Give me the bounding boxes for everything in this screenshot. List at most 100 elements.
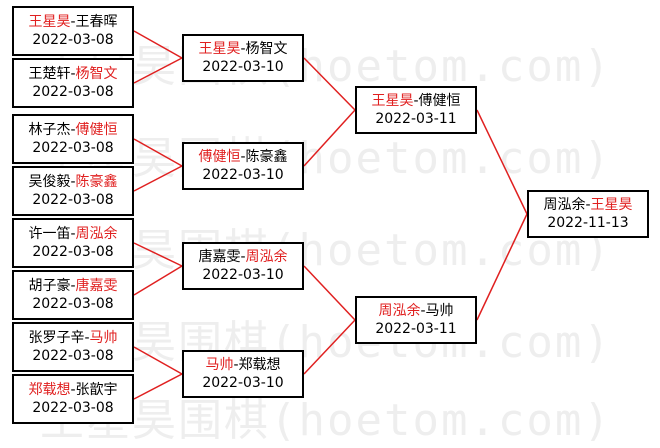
match-players: 王星昊-杨智文: [198, 40, 287, 58]
player-name: 郑载想: [28, 382, 71, 398]
connector-line: [133, 373, 183, 400]
match-date: 2022-03-11: [375, 321, 457, 337]
separator: -: [70, 174, 76, 190]
connector-line: [303, 109, 356, 167]
match-players: 傅健恒-陈豪鑫: [198, 148, 287, 166]
connector-line: [476, 213, 528, 321]
match-date: 2022-03-10: [202, 59, 284, 75]
player-name: 许一笛: [28, 226, 71, 242]
player-name: 周泓余: [245, 249, 288, 265]
player-name: 吴俊毅: [28, 174, 71, 190]
player-name: 傅健恒: [418, 93, 461, 109]
player-name: 周泓余: [75, 226, 118, 242]
connector-line: [303, 265, 356, 321]
connector-line: [133, 346, 183, 375]
player-name: 傅健恒: [75, 122, 118, 138]
player-name: 陈豪鑫: [75, 174, 118, 190]
player-name: 王星昊: [590, 197, 633, 213]
separator: -: [70, 122, 76, 138]
separator: -: [240, 41, 246, 57]
match-date: 2022-03-08: [32, 244, 114, 260]
connector-line: [303, 319, 356, 375]
separator: -: [240, 249, 246, 265]
player-name: 杨智文: [245, 41, 288, 57]
separator: -: [585, 197, 591, 213]
player-name: 王星昊: [28, 14, 71, 30]
connector-line: [133, 242, 183, 267]
match-players: 张罗子辛-马帅: [28, 329, 117, 347]
connector-line: [133, 30, 183, 59]
player-name: 王星昊: [371, 93, 414, 109]
match-date: 2022-03-10: [202, 267, 284, 283]
separator: -: [70, 382, 76, 398]
match-date: 2022-03-11: [375, 111, 457, 127]
match-players: 马帅-郑载想: [205, 356, 280, 374]
player-name: 马帅: [425, 303, 454, 319]
match-players: 周泓余-王星昊: [543, 196, 632, 214]
match-players: 郑载想-张歆宇: [28, 381, 117, 399]
match-players: 林子杰-傅健恒: [28, 121, 117, 139]
match-players: 王楚轩-杨智文: [28, 65, 117, 83]
separator: -: [70, 14, 76, 30]
match-date: 2022-03-08: [32, 296, 114, 312]
match-date: 2022-03-08: [32, 192, 114, 208]
match-date: 2022-03-08: [32, 348, 114, 364]
match-players: 吴俊毅-陈豪鑫: [28, 173, 117, 191]
player-name: 王楚轩: [28, 66, 71, 82]
player-name: 傅健恒: [198, 149, 241, 165]
match-players: 唐嘉雯-周泓余: [198, 248, 287, 266]
match-players: 胡子豪-唐嘉雯: [28, 277, 117, 295]
match-date: 2022-03-08: [32, 400, 114, 416]
player-name: 郑载想: [238, 357, 281, 373]
player-name: 马帅: [205, 357, 234, 373]
separator: -: [70, 278, 76, 294]
separator: -: [233, 357, 239, 373]
player-name: 杨智文: [75, 66, 118, 82]
player-name: 张歆宇: [75, 382, 118, 398]
connector-lines: [133, 30, 528, 400]
match-date: 2022-03-08: [32, 32, 114, 48]
player-name: 王春晖: [75, 14, 118, 30]
connector-line: [476, 109, 528, 215]
player-name: 陈豪鑫: [245, 149, 288, 165]
player-name: 胡子豪: [28, 278, 71, 294]
match-players: 周泓余-马帅: [378, 302, 453, 320]
connector-line: [133, 165, 183, 192]
player-name: 唐嘉雯: [75, 278, 118, 294]
bracket-diagram: 王星昊围棋(hoetom.com) 王星昊围棋(hoetom.com) 王星昊围…: [12, 6, 649, 446]
connector-line: [133, 265, 183, 296]
player-name: 唐嘉雯: [198, 249, 241, 265]
separator: -: [84, 330, 90, 346]
match-players: 王星昊-傅健恒: [371, 92, 460, 110]
connector-line: [303, 57, 356, 111]
separator: -: [420, 303, 426, 319]
player-name: 周泓余: [543, 197, 586, 213]
separator: -: [70, 66, 76, 82]
separator: -: [240, 149, 246, 165]
match-players: 许一笛-周泓余: [28, 225, 117, 243]
match-date: 2022-11-13: [547, 215, 629, 231]
match-date: 2022-03-10: [202, 375, 284, 391]
player-name: 周泓余: [378, 303, 421, 319]
connector-line: [133, 57, 183, 84]
player-name: 王星昊: [198, 41, 241, 57]
player-name: 张罗子辛: [28, 330, 85, 346]
separator: -: [413, 93, 419, 109]
separator: -: [70, 226, 76, 242]
match-date: 2022-03-08: [32, 84, 114, 100]
match-players: 王星昊-王春晖: [28, 13, 117, 31]
